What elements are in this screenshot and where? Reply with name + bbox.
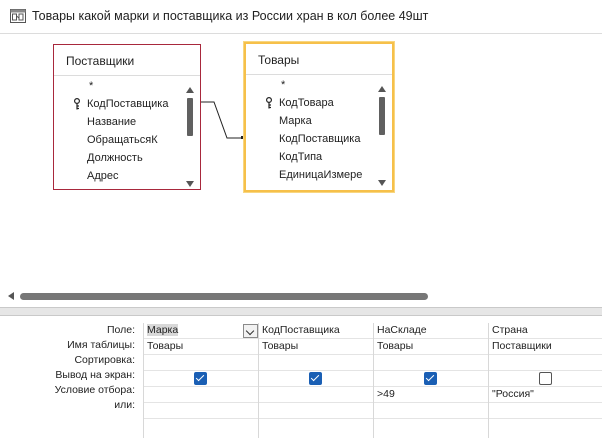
criteria-cell[interactable] xyxy=(144,387,259,403)
or-cell[interactable] xyxy=(259,403,374,419)
table-box-title[interactable]: Поставщики xyxy=(54,45,200,76)
field-item[interactable]: * xyxy=(89,80,94,92)
scroll-up-icon[interactable] xyxy=(186,87,194,93)
criteria-cell[interactable] xyxy=(259,387,374,403)
criteria-cell[interactable]: "Россия" xyxy=(489,387,602,403)
show-checkbox[interactable] xyxy=(194,372,207,385)
window-titlebar: Товары какой марки и поставщика из Росси… xyxy=(0,0,602,34)
grid-column: КодПоставщика Товары xyxy=(258,323,374,438)
table-box-title[interactable]: Товары xyxy=(246,44,392,75)
query-design-area[interactable]: Поставщики * КодПоставщика Название Обра… xyxy=(4,34,602,290)
row-label-table: Имя таблицы: xyxy=(67,339,135,351)
field-list-scrollbar[interactable] xyxy=(185,87,196,187)
field-item[interactable]: КодПоставщика xyxy=(55,95,175,113)
field-item[interactable]: Должность xyxy=(87,152,143,164)
table-cell[interactable]: Товары xyxy=(259,339,374,355)
window-title: Товары какой марки и поставщика из Росси… xyxy=(32,9,429,23)
show-cell[interactable] xyxy=(374,371,489,387)
primary-key-icon xyxy=(266,97,272,109)
row-label-show: Вывод на экран: xyxy=(55,369,135,381)
scroll-thumb[interactable] xyxy=(20,293,428,300)
sort-cell[interactable] xyxy=(374,355,489,371)
pane-splitter[interactable] xyxy=(0,307,602,316)
field-item[interactable]: ОбращатьсяК xyxy=(87,134,158,146)
table-box-suppliers[interactable]: Поставщики * КодПоставщика Название Обра… xyxy=(53,44,201,190)
table-cell[interactable]: Товары xyxy=(144,339,259,355)
table-cell[interactable]: Товары xyxy=(374,339,489,355)
field-item[interactable]: ЕдиницаИзмере xyxy=(279,169,363,181)
grid-row-labels: Поле: Имя таблицы: Сортировка: Вывод на … xyxy=(0,323,137,413)
show-cell[interactable] xyxy=(489,371,602,387)
table-name: Поставщики xyxy=(66,54,135,68)
field-item[interactable]: КодПоставщика xyxy=(279,133,361,145)
field-item[interactable]: Название xyxy=(87,116,137,128)
show-checkbox[interactable] xyxy=(309,372,322,385)
show-cell[interactable] xyxy=(259,371,374,387)
show-checkbox[interactable] xyxy=(539,372,552,385)
chevron-down-icon[interactable] xyxy=(243,324,258,338)
field-item[interactable]: КодТовара xyxy=(247,94,367,112)
field-cell[interactable]: КодПоставщика xyxy=(259,323,374,339)
primary-key-icon xyxy=(74,98,80,110)
field-item[interactable]: Марка xyxy=(279,115,312,127)
scroll-thumb[interactable] xyxy=(187,98,193,136)
show-checkbox[interactable] xyxy=(424,372,437,385)
or-cell[interactable] xyxy=(374,403,489,419)
row-label-or: или: xyxy=(114,399,135,411)
criteria-cell[interactable]: >49 xyxy=(374,387,489,403)
table-name: Товары xyxy=(258,53,300,67)
sort-cell[interactable] xyxy=(144,355,259,371)
row-label-criteria: Условие отбора: xyxy=(54,384,135,396)
row-label-sort: Сортировка: xyxy=(74,354,135,366)
query-design-icon xyxy=(10,9,26,23)
field-list: * КодПоставщика Название ОбращатьсяК Дол… xyxy=(55,77,175,185)
design-area-scrollbar[interactable] xyxy=(0,289,602,303)
table-box-products[interactable]: Товары * КодТовара Марка КодПоставщика К… xyxy=(244,42,394,192)
row-label-field: Поле: xyxy=(106,324,135,336)
grid-column: Страна Поставщики "Россия" xyxy=(488,323,602,438)
field-cell[interactable]: Марка xyxy=(144,323,259,339)
scroll-thumb[interactable] xyxy=(379,97,385,135)
field-item[interactable]: * xyxy=(281,79,286,91)
query-grid: Поле: Имя таблицы: Сортировка: Вывод на … xyxy=(0,316,602,438)
scroll-left-icon[interactable] xyxy=(8,292,14,300)
sort-cell[interactable] xyxy=(489,355,602,371)
field-item[interactable]: КодТипа xyxy=(279,151,323,163)
grid-column: Марка Товары xyxy=(143,323,259,438)
or-cell[interactable] xyxy=(489,403,602,419)
scroll-down-icon[interactable] xyxy=(378,180,386,186)
scroll-down-icon[interactable] xyxy=(186,181,194,187)
sort-cell[interactable] xyxy=(259,355,374,371)
field-list-scrollbar[interactable] xyxy=(377,86,388,186)
field-cell[interactable]: Страна xyxy=(489,323,602,339)
or-cell[interactable] xyxy=(144,403,259,419)
show-cell[interactable] xyxy=(144,371,259,387)
field-cell[interactable]: НаСкладе xyxy=(374,323,489,339)
field-item[interactable]: Адрес xyxy=(87,170,119,182)
field-list: * КодТовара Марка КодПоставщика КодТипа … xyxy=(247,76,367,184)
table-cell[interactable]: Поставщики xyxy=(489,339,602,355)
grid-column: НаСкладе Товары >49 xyxy=(373,323,489,438)
scroll-up-icon[interactable] xyxy=(378,86,386,92)
